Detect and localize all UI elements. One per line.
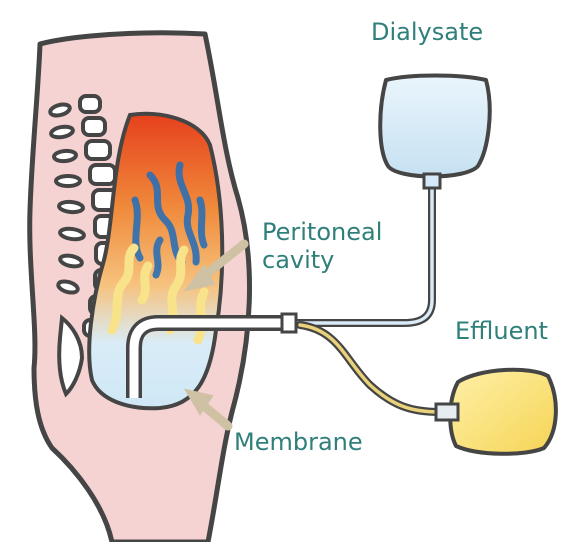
peritoneal-label-line2: cavity (262, 246, 382, 274)
membrane-label: Membrane (234, 428, 363, 456)
effluent-tube (300, 325, 440, 412)
effluent-label: Effluent (455, 317, 548, 345)
catheter-connector (282, 314, 296, 332)
peritoneal-cavity-label: Peritoneal cavity (262, 218, 382, 274)
dialysate-bag (380, 76, 489, 189)
effluent-bag (436, 370, 556, 454)
dialysate-label: Dialysate (371, 18, 483, 46)
peritoneal-label-line1: Peritoneal (262, 218, 382, 246)
